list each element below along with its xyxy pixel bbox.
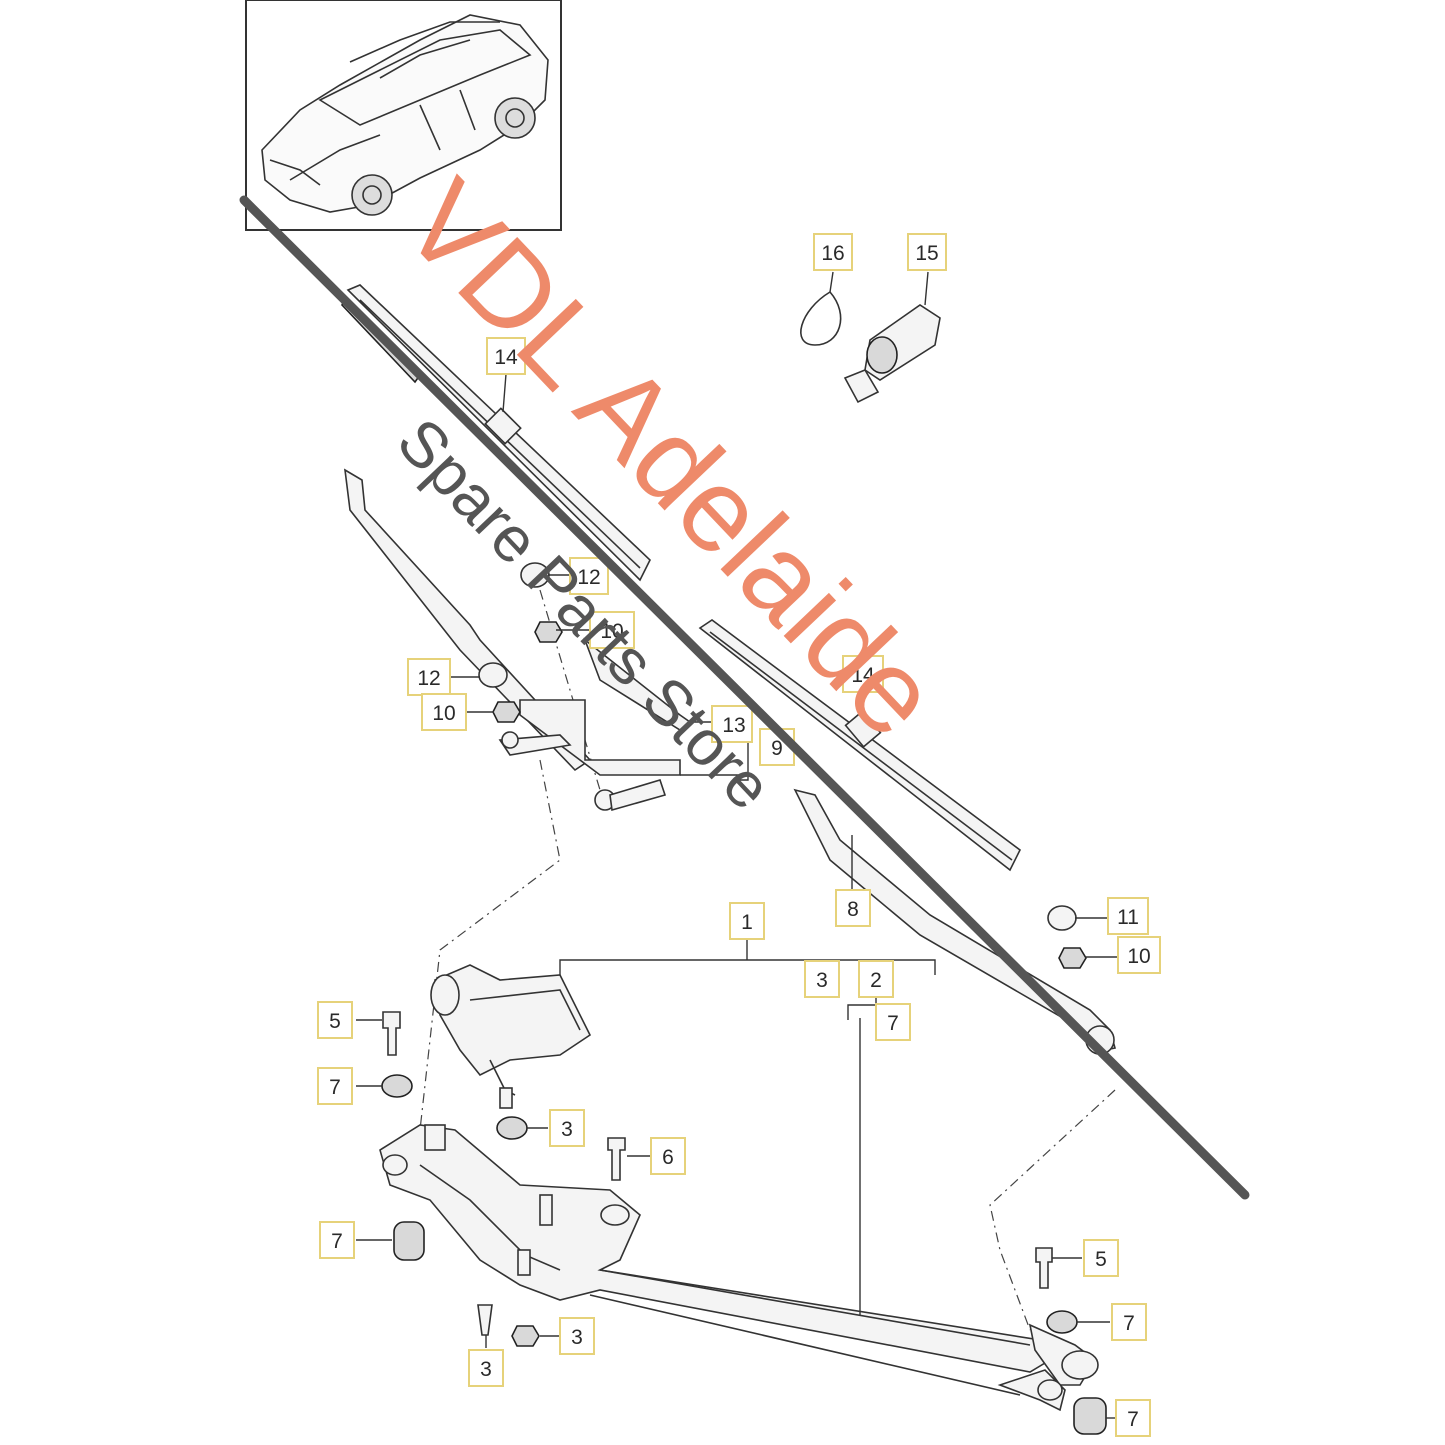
callout-7-right-lower: 7 bbox=[1115, 1399, 1151, 1437]
svg-text:10: 10 bbox=[432, 702, 455, 725]
callout-10-left: 10 bbox=[421, 693, 467, 731]
callout-3-group: 3 bbox=[804, 960, 840, 998]
callout-7-right-upper: 7 bbox=[1111, 1303, 1147, 1341]
callout-8: 8 bbox=[835, 889, 871, 927]
wiper-linkage-frame bbox=[379, 1124, 1099, 1412]
svg-text:13: 13 bbox=[722, 714, 745, 737]
callout-15: 15 bbox=[907, 233, 947, 271]
svg-text:1: 1 bbox=[741, 911, 753, 934]
callout-5-right: 5 bbox=[1083, 1239, 1119, 1277]
callout-7-left-upper: 7 bbox=[317, 1067, 353, 1105]
callout-13: 13 bbox=[711, 705, 753, 743]
wiper-motor bbox=[430, 964, 592, 1109]
callout-labels: 16 15 14 12 10 12 14 10 13 9 8 11 1 10 3… bbox=[317, 233, 1161, 1437]
svg-text:5: 5 bbox=[329, 1010, 341, 1033]
callout-5-left: 5 bbox=[317, 1001, 353, 1039]
callout-1: 1 bbox=[729, 902, 765, 940]
hardware-parts bbox=[381, 290, 1107, 1435]
svg-text:3: 3 bbox=[480, 1358, 492, 1381]
svg-text:7: 7 bbox=[1123, 1312, 1135, 1335]
callout-6: 6 bbox=[650, 1137, 686, 1175]
svg-text:3: 3 bbox=[816, 969, 828, 992]
vehicle-thumbnail bbox=[245, 0, 562, 231]
svg-text:12: 12 bbox=[577, 566, 600, 589]
suv-vehicle-icon bbox=[261, 14, 549, 216]
callout-12-upper: 12 bbox=[569, 557, 609, 595]
seal-ring-part bbox=[800, 290, 842, 346]
watermark-strike-line bbox=[239, 195, 1250, 1200]
svg-text:10: 10 bbox=[1127, 945, 1150, 968]
callout-3-bottom-left: 3 bbox=[468, 1349, 504, 1387]
callout-2: 2 bbox=[858, 960, 894, 998]
svg-text:2: 2 bbox=[870, 969, 882, 992]
callout-14-upper: 14 bbox=[486, 337, 526, 375]
callout-7-left-lower: 7 bbox=[319, 1221, 355, 1259]
svg-text:8: 8 bbox=[847, 898, 859, 921]
svg-text:16: 16 bbox=[821, 242, 844, 265]
svg-text:11: 11 bbox=[1117, 906, 1139, 929]
callout-3-bottom-right: 3 bbox=[559, 1317, 595, 1355]
svg-text:7: 7 bbox=[329, 1076, 341, 1099]
svg-text:5: 5 bbox=[1095, 1248, 1107, 1271]
svg-text:14: 14 bbox=[494, 346, 518, 369]
svg-text:10: 10 bbox=[600, 620, 623, 643]
callout-7-group: 7 bbox=[875, 1003, 911, 1041]
assembly-guide-lines bbox=[419, 589, 1116, 1331]
wiper-arm-left bbox=[344, 468, 692, 812]
callout-3-center: 3 bbox=[549, 1109, 585, 1147]
svg-text:7: 7 bbox=[331, 1230, 343, 1253]
svg-text:14: 14 bbox=[851, 664, 875, 687]
callout-11: 11 bbox=[1107, 897, 1149, 935]
callout-14-right: 14 bbox=[842, 655, 884, 693]
callout-10-right: 10 bbox=[1117, 936, 1161, 974]
svg-text:3: 3 bbox=[571, 1326, 583, 1349]
svg-text:3: 3 bbox=[561, 1118, 573, 1141]
wiper-blade-right bbox=[698, 619, 1022, 872]
svg-text:7: 7 bbox=[1127, 1408, 1139, 1431]
callout-10-upper: 10 bbox=[589, 611, 635, 649]
svg-text:7: 7 bbox=[887, 1012, 899, 1035]
svg-text:12: 12 bbox=[417, 667, 440, 690]
callout-12-lower: 12 bbox=[407, 658, 451, 696]
svg-text:15: 15 bbox=[915, 242, 938, 265]
svg-text:6: 6 bbox=[662, 1146, 674, 1169]
svg-text:9: 9 bbox=[771, 737, 783, 760]
callout-16: 16 bbox=[813, 233, 853, 271]
